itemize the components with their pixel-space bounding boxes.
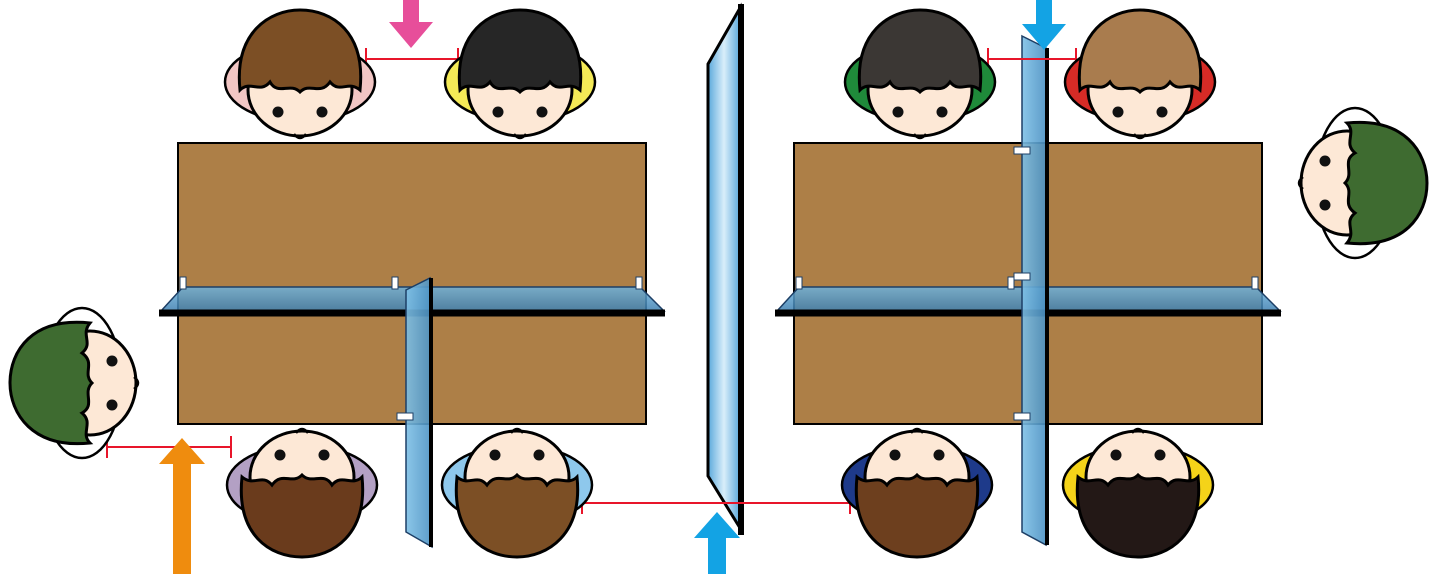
person-top-right-2 bbox=[1063, 8, 1217, 140]
eye-left bbox=[1319, 155, 1331, 167]
eye-left bbox=[1154, 449, 1166, 461]
eye-right bbox=[1156, 106, 1168, 118]
distance-marker-top-left bbox=[365, 48, 459, 70]
nose bbox=[513, 133, 527, 140]
nose bbox=[133, 376, 140, 390]
arrow-cyan-top bbox=[1022, 0, 1066, 50]
arrow-orange bbox=[159, 438, 205, 574]
hair bbox=[239, 472, 365, 559]
left-vertical-shield bbox=[396, 276, 433, 549]
eye-right bbox=[489, 449, 501, 461]
nose bbox=[510, 427, 524, 434]
hair bbox=[457, 8, 583, 95]
nose bbox=[293, 133, 307, 140]
eye-right bbox=[889, 449, 901, 461]
eye-right bbox=[936, 106, 948, 118]
eye-right bbox=[1110, 449, 1122, 461]
hair bbox=[857, 8, 983, 95]
hair bbox=[1077, 8, 1203, 95]
hair bbox=[454, 472, 580, 559]
eye-left bbox=[533, 449, 545, 461]
arrow-cyan-bottom bbox=[694, 512, 740, 574]
eye-left bbox=[933, 449, 945, 461]
hair bbox=[1075, 472, 1201, 559]
person-bottom-right-2 bbox=[1061, 427, 1215, 559]
person-right-side bbox=[1297, 106, 1429, 260]
hair bbox=[8, 320, 95, 446]
nose bbox=[1131, 427, 1145, 434]
person-top-right-1 bbox=[843, 8, 997, 140]
person-top-left-2 bbox=[443, 8, 597, 140]
person-bottom-right-1 bbox=[840, 427, 994, 559]
nose bbox=[295, 427, 309, 434]
eye-right bbox=[274, 449, 286, 461]
arrows-layer bbox=[159, 0, 1066, 574]
eye-left bbox=[492, 106, 504, 118]
right-vertical-shield bbox=[1013, 34, 1049, 547]
nose bbox=[913, 133, 927, 140]
hair bbox=[237, 8, 363, 95]
eye-left bbox=[272, 106, 284, 118]
arrow-pink bbox=[389, 0, 433, 48]
eye-right bbox=[316, 106, 328, 118]
eye-right bbox=[1319, 199, 1331, 211]
nose bbox=[1133, 133, 1147, 140]
eye-left bbox=[106, 399, 118, 411]
eye-right bbox=[106, 355, 118, 367]
people-layer bbox=[8, 8, 1429, 559]
eye-left bbox=[892, 106, 904, 118]
eye-left bbox=[1112, 106, 1124, 118]
person-bottom-left-1 bbox=[225, 427, 379, 559]
person-bottom-left-2 bbox=[440, 427, 594, 559]
eye-left bbox=[318, 449, 330, 461]
hair bbox=[1342, 120, 1429, 246]
hair bbox=[854, 472, 980, 559]
eye-right bbox=[536, 106, 548, 118]
person-top-left-1 bbox=[223, 8, 377, 140]
distance-marker-bottom-center bbox=[581, 492, 851, 514]
nose bbox=[1297, 176, 1304, 190]
person-left-side bbox=[8, 306, 140, 460]
center-partition bbox=[706, 2, 744, 535]
nose bbox=[910, 427, 924, 434]
